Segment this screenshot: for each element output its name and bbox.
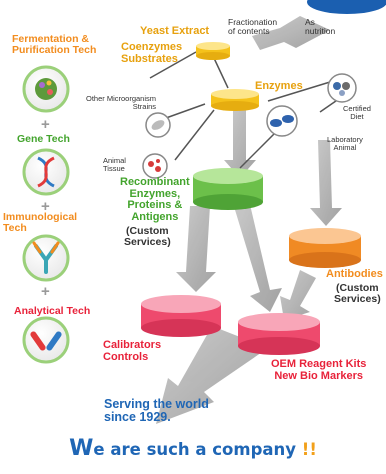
tech-icon-fermentation — [22, 65, 70, 113]
footer-slogan: We are such a company !! — [0, 436, 386, 461]
thin-arrow-1 — [149, 51, 197, 79]
cylinder-pink-oem — [238, 313, 320, 355]
slogan-exclamation: !! — [301, 440, 317, 459]
oem-label: OEM Reagent Kits New Bio Markers — [271, 358, 367, 382]
blue-oval-decoration — [307, 0, 386, 14]
arrow-recombinant-to-oem — [232, 196, 282, 312]
antibodies-label: Antibodies — [326, 268, 383, 280]
calibrators-label: Calibrators Controls — [103, 339, 162, 363]
slogan-text: e are such a company — [93, 440, 297, 459]
flow-arrows — [156, 16, 342, 424]
laboratory-animal-label: Laboratory Animal — [327, 135, 363, 152]
cylinder-orange-antibodies — [289, 228, 361, 268]
thin-arrow-4 — [174, 109, 215, 161]
arrow-antibodies-to-oem — [280, 270, 316, 320]
thin-arrow-3 — [165, 103, 206, 119]
tech-label-fermentation: Fermentation & Purification Tech — [12, 33, 97, 57]
certified-diet-icon — [327, 73, 357, 103]
animal-tissue-icon — [142, 153, 168, 179]
plus-icon: + — [41, 198, 50, 215]
fractionation-label: Fractionation of contents — [228, 17, 278, 36]
microorganism-label: Other Microorganism Strains — [86, 94, 157, 111]
plus-icon: + — [41, 283, 50, 300]
arrow-recombinant-to-calibrators — [176, 206, 216, 292]
slogan-first-letter: W — [69, 436, 94, 461]
yeast-extract-label: Yeast Extract — [140, 25, 210, 37]
microorganism-icon — [145, 112, 171, 138]
arrow-to-serving — [156, 326, 268, 424]
custom-services-antibodies: (Custom Services) — [334, 282, 381, 306]
arrow-fractionation — [252, 16, 330, 50]
tech-label-gene: Gene Tech — [17, 133, 70, 145]
thin-arrow-5 — [267, 81, 331, 102]
custom-services-recombinant: (Custom Services) — [124, 225, 171, 249]
tech-icon-analytical — [22, 316, 70, 364]
tech-icon-immunological — [22, 234, 70, 282]
serving-text: Serving the world since 1929. — [104, 397, 209, 425]
tech-label-analytical: Analytical Tech — [14, 305, 91, 317]
thin-arrow-2 — [212, 55, 229, 89]
cylinder-green-recombinant — [193, 168, 263, 210]
laboratory-animal-icon — [266, 105, 298, 137]
animal-tissue-label: Animal Tissue — [103, 156, 126, 173]
enzymes-label: Enzymes — [255, 80, 303, 92]
coenzymes-label: Coenzymes Substrates — [121, 41, 183, 65]
as-nutrition-label: As nutrition — [305, 17, 336, 36]
arrow-lab-animal-to-antibodies — [310, 140, 342, 226]
tech-label-immunological: Immunological Tech — [3, 211, 78, 235]
cylinder-yellow-small — [196, 42, 230, 60]
plus-icon: + — [41, 116, 50, 133]
certified-diet-label: Certified Diet — [343, 104, 371, 121]
tech-icon-gene — [22, 148, 70, 196]
cylinder-pink-calibrators — [141, 295, 221, 337]
recombinant-label: Recombinant Enzymes, Proteins & Antigens — [120, 176, 190, 223]
cylinder-yellow-enzymes — [211, 89, 259, 111]
